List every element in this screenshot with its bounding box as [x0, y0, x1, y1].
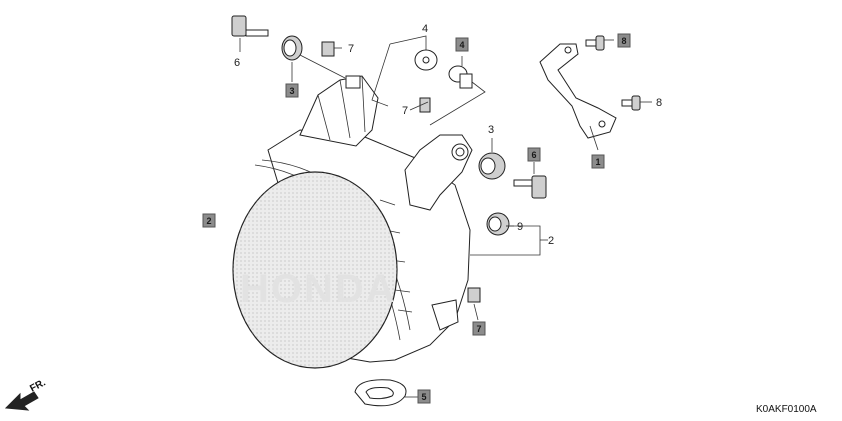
- boxed-callout-7: 7: [472, 321, 486, 336]
- clip-7-middle: [419, 97, 431, 113]
- clip-7-upper: [321, 41, 335, 57]
- bracket-tab: [345, 75, 361, 89]
- boxed-callout-5: 5: [417, 389, 431, 404]
- callout-6: 6: [234, 57, 240, 69]
- grommet-9: [486, 212, 510, 236]
- grommet-3-upper: [281, 35, 303, 61]
- svg-text:3: 3: [290, 86, 295, 96]
- callout-7-upper: 7: [348, 43, 354, 55]
- boxed-callout-6: 6: [527, 147, 541, 162]
- callout-3: 3: [488, 124, 494, 136]
- bolt-6-upper: [231, 15, 269, 37]
- callout-4: 4: [422, 23, 428, 35]
- stay-bracket-1: [539, 43, 617, 139]
- front-direction-indicator: FR.: [4, 377, 48, 411]
- callout-7-middle: 7: [402, 105, 408, 117]
- watermark-text: HONDA: [240, 267, 397, 311]
- svg-text:4: 4: [460, 40, 465, 50]
- boxed-callout-4: 4: [455, 37, 469, 52]
- svg-text:8: 8: [622, 36, 627, 46]
- front-label: FR.: [28, 377, 48, 394]
- lower-tab: [431, 299, 459, 331]
- grommet-3-middle: [478, 152, 506, 180]
- bolt-6-right: [513, 175, 547, 199]
- svg-text:1: 1: [596, 157, 601, 167]
- clip-7-lower: [467, 287, 481, 303]
- screw-8-upper: [585, 35, 605, 51]
- svg-text:7: 7: [477, 324, 482, 334]
- svg-text:2: 2: [207, 216, 212, 226]
- callout-8: 8: [656, 97, 662, 109]
- svg-text:6: 6: [532, 150, 537, 160]
- boxed-callout-8: 8: [617, 33, 631, 48]
- headlight-assembly: HONDA: [232, 75, 473, 369]
- boxed-callout-1: 1: [591, 154, 605, 169]
- callout-9: 9: [517, 221, 523, 233]
- washer-4: [414, 49, 438, 71]
- svg-text:5: 5: [422, 392, 427, 402]
- boxed-callout-2: 2: [202, 213, 216, 228]
- leader-lines: [239, 35, 652, 398]
- diagram-code: K0AKF0100A: [756, 404, 817, 415]
- screw-8-lower: [621, 95, 641, 111]
- callout-2: 2: [548, 235, 554, 247]
- grommet-5: [354, 379, 407, 407]
- collar-4: [448, 65, 473, 89]
- boxed-callout-3: 3: [285, 83, 299, 98]
- small-parts: [231, 15, 641, 407]
- upper-mounting-bracket: [299, 75, 379, 147]
- front-arrow-icon: [4, 391, 39, 411]
